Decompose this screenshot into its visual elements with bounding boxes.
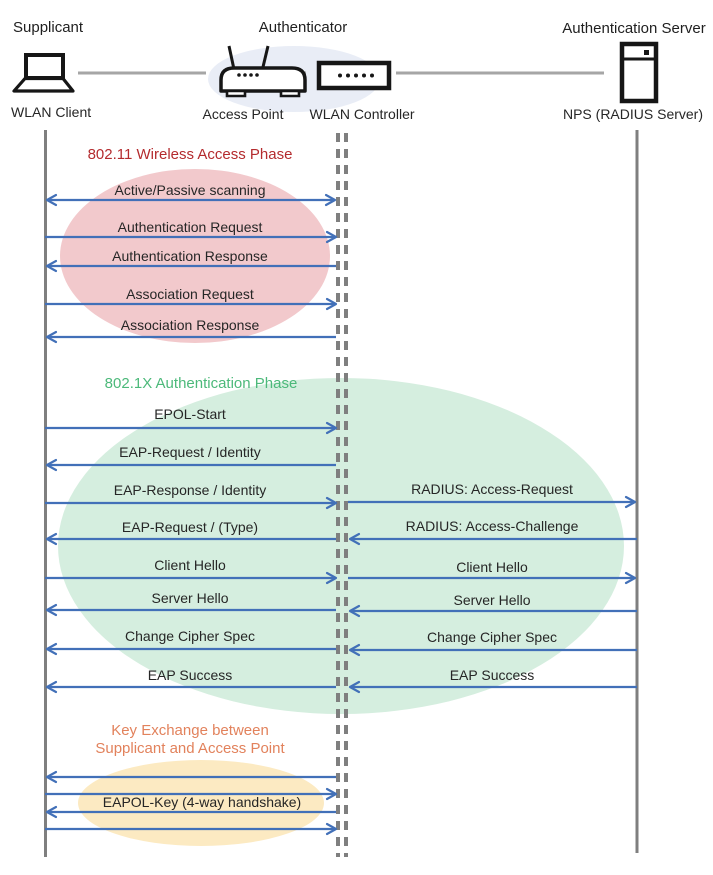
message-label: Active/Passive scanning	[114, 182, 266, 198]
lifelines	[44, 130, 639, 857]
message-label: EAPOL-Key (4-way handshake)	[102, 794, 302, 810]
phase1-ellipse	[60, 169, 330, 343]
message-label: Change Cipher Spec	[427, 629, 557, 645]
laptop-icon	[12, 53, 75, 93]
role-authentication-server: Authentication Server	[562, 20, 706, 37]
message-label: EAP Success	[449, 667, 535, 683]
phase2-ellipse	[58, 378, 624, 714]
message-label: Client Hello	[456, 559, 528, 575]
phase3-title-line2: Supplicant and Access Point	[95, 740, 285, 757]
server-icon	[619, 41, 659, 104]
message-label: RADIUS: Access-Request	[411, 481, 573, 497]
label-nps: NPS (RADIUS Server)	[562, 106, 704, 122]
label-access-point: Access Point	[202, 106, 284, 122]
access-point-icon	[219, 45, 307, 98]
role-authenticator: Authenticator	[258, 19, 348, 36]
wlan-controller-icon	[316, 60, 392, 91]
label-wlan-client: WLAN Client	[11, 104, 92, 120]
phase1-title: 802.11 Wireless Access Phase	[87, 146, 293, 163]
message-label: EAP-Request / Identity	[119, 444, 261, 460]
role-supplicant: Supplicant	[13, 19, 84, 36]
message-label: EAP Success	[147, 667, 233, 683]
message-label: RADIUS: Access-Challenge	[405, 518, 579, 534]
phase2-title: 802.1X Authentication Phase	[104, 375, 298, 392]
message-label: Association Request	[126, 286, 254, 302]
phase3-ellipse	[78, 760, 324, 846]
message-label: Client Hello	[154, 557, 226, 573]
message-label: Association Response	[120, 317, 260, 333]
phase3-title-line1: Key Exchange between	[111, 722, 269, 739]
message-label: Authentication Request	[117, 219, 263, 235]
message-arrows	[45, 193, 637, 836]
message-label: Change Cipher Spec	[125, 628, 255, 644]
message-label: Server Hello	[151, 590, 229, 606]
message-label: EPOL-Start	[154, 406, 226, 422]
message-label: Server Hello	[453, 592, 531, 608]
message-label: EAP-Response / Identity	[113, 482, 267, 498]
message-label: Authentication Response	[112, 248, 268, 264]
label-wlan-controller: WLAN Controller	[309, 106, 415, 122]
message-label: EAP-Request / (Type)	[121, 519, 259, 535]
